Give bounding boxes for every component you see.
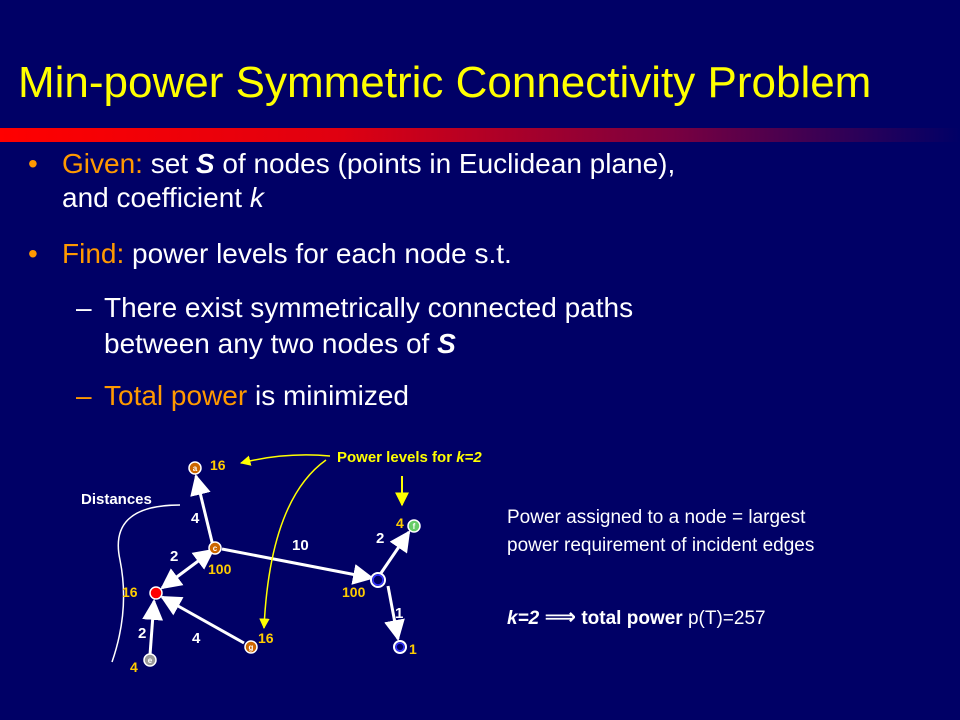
power-label-a: 16 — [210, 457, 226, 473]
find-label: Find: — [62, 238, 125, 269]
node-f-label: f — [413, 522, 416, 531]
result-bold: total power — [581, 608, 683, 629]
edge-c-b — [160, 548, 215, 590]
bullet-dot: • — [28, 238, 38, 269]
set-s: S — [195, 148, 215, 179]
node-a-label: a — [193, 464, 198, 473]
find-text: power levels for each node s.t. — [124, 238, 512, 269]
title-underline — [0, 128, 960, 142]
given-text-2: of nodes (points in Euclidean plane), — [214, 148, 676, 179]
total-power-label: Total power — [104, 380, 248, 411]
node-a — [188, 461, 202, 475]
edge-h-i — [384, 585, 405, 642]
edge-label-a-c: 4 — [191, 510, 200, 527]
node-h-ring — [372, 574, 384, 586]
side-note-line2: power requirement of incident edges — [507, 535, 815, 556]
node-b — [149, 586, 163, 600]
edge-b-g — [160, 595, 245, 645]
node-e — [143, 653, 157, 667]
slide-title: Min-power Symmetric Connectivity Problem — [18, 58, 872, 107]
total-power-text: is minimized — [247, 380, 409, 411]
result-k: k=2 — [507, 608, 540, 629]
power-label-e: 4 — [130, 659, 138, 675]
edge-label-c-h: 10 — [292, 537, 309, 554]
sub-dash: – — [76, 380, 92, 411]
power-labels: 16 100 16 4 16 4 100 1 — [122, 457, 417, 675]
power-arrow-to-g — [259, 459, 327, 630]
edge-b-e — [142, 598, 164, 656]
paths-line2-text: between any two nodes of — [104, 328, 438, 359]
sub-bullet-total: Total power is minimized — [104, 380, 409, 412]
edge-label-c-b: 2 — [170, 548, 178, 565]
nodes: a c e g f — [143, 461, 421, 667]
power-levels-text: Power levels for — [337, 449, 456, 466]
bullet-dot: • — [28, 148, 38, 179]
power-label-g: 16 — [258, 630, 274, 646]
given-text: set — [142, 148, 196, 179]
edge-labels: 4 2 10 2 4 2 1 — [138, 510, 403, 647]
power-label-i: 1 — [409, 641, 417, 657]
edges — [142, 473, 411, 656]
node-c — [208, 541, 222, 555]
node-f — [407, 519, 421, 533]
distances-label: Distances — [81, 491, 152, 508]
power-arrow-to-a — [239, 454, 331, 466]
bullet-given-line2: and coefficient k — [62, 182, 264, 214]
power-label-b: 16 — [122, 584, 138, 600]
edge-c-h — [221, 547, 375, 585]
distances-bracket — [111, 504, 181, 663]
bullet-given: Given: set S of nodes (points in Euclide… — [62, 148, 675, 180]
given-line2-text: and coefficient — [62, 182, 250, 213]
edge-label-b-e: 2 — [138, 625, 146, 642]
coef-k: k — [249, 182, 264, 213]
edge-label-h-f: 2 — [376, 530, 384, 547]
given-label: Given: — [62, 148, 143, 179]
power-label-f: 4 — [396, 515, 404, 531]
side-note-line1: Power assigned to a node = largest — [507, 507, 806, 528]
total-power-result: k=2 ⟹ total power p(T)=257 — [507, 605, 766, 630]
power-label-c: 100 — [208, 561, 232, 577]
node-c-label: c — [213, 544, 218, 553]
node-g-label: g — [249, 643, 254, 652]
node-g — [244, 640, 258, 654]
edge-h-f — [377, 530, 411, 577]
sub-bullet-paths-line2: between any two nodes of S — [104, 328, 456, 360]
sub-dash: – — [76, 292, 92, 323]
edge-a-c — [190, 473, 215, 547]
node-i-ring — [395, 642, 405, 652]
edge-label-b-g: 4 — [192, 630, 201, 647]
implies-arrow: ⟹ — [544, 605, 577, 630]
set-s-2: S — [437, 328, 456, 359]
edge-label-h-i: 1 — [395, 605, 403, 622]
sub-bullet-paths: There exist symmetrically connected path… — [104, 292, 634, 323]
bullet-find: Find: power levels for each node s.t. — [62, 238, 512, 270]
node-e-label: e — [148, 656, 153, 665]
power-levels-k: k=2 — [456, 449, 482, 466]
result-value: p(T)=257 — [682, 608, 766, 629]
power-levels-label: Power levels for k=2 — [337, 449, 482, 466]
power-label-h: 100 — [342, 584, 366, 600]
